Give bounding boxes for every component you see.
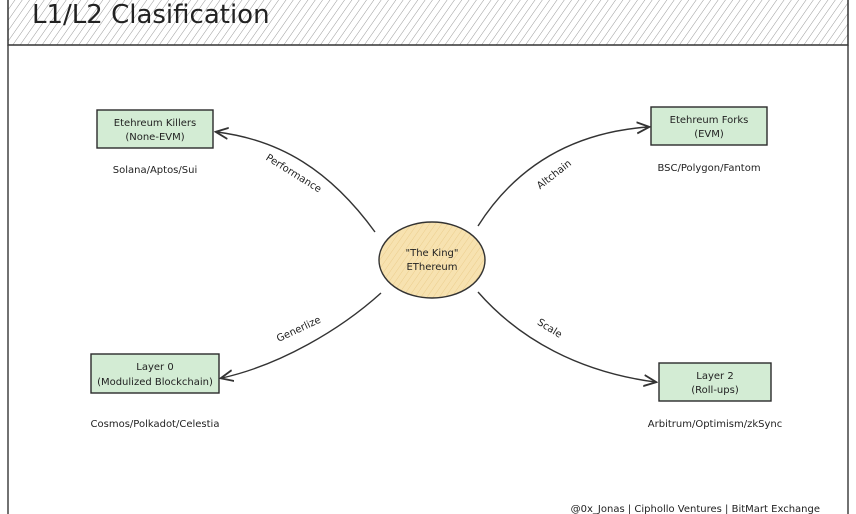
node-ethereum-forks — [650, 106, 768, 146]
node-layer-0-title: Layer 0 — [136, 362, 173, 373]
node-layer-0-subtitle: (Modulized Blockchain) — [97, 377, 213, 388]
edge-performance — [217, 132, 376, 233]
node-layer-2-subtitle: (Roll-ups) — [691, 385, 739, 396]
node-ethereum-forks-subtitle: (EVM) — [694, 129, 724, 140]
diagram-title: L1/L2 Clasification — [32, 0, 270, 30]
node-ethereum-killers-examples: Solana/Aptos/Sui — [113, 165, 197, 176]
center-node-line2: EThereum — [406, 262, 457, 273]
node-ethereum-killers — [96, 109, 214, 149]
title-band — [7, 0, 849, 46]
node-ethereum-forks-title: Etehreum Forks — [670, 115, 749, 126]
node-layer-0-examples: Cosmos/Polkadot/Celestia — [91, 419, 220, 430]
edge-generlize — [222, 292, 382, 378]
node-ethereum-killers-subtitle: (None-EVM) — [125, 132, 184, 143]
node-layer-2-title: Layer 2 — [696, 371, 733, 382]
node-ethereum-forks-examples: BSC/Polygon/Fantom — [657, 163, 760, 174]
node-layer-2 — [658, 362, 772, 402]
edge-label-altchain: Altchain — [535, 158, 574, 192]
edge-label-scale: Scale — [535, 317, 564, 341]
credit-line: @0x_Jonas | Ciphollo Ventures | BitMart … — [571, 504, 820, 514]
edge-scale — [477, 291, 655, 382]
node-ethereum-killers-title: Etehreum Killers — [114, 118, 196, 129]
edge-altchain — [477, 127, 648, 227]
node-layer-0 — [90, 353, 220, 394]
center-node-ellipse — [378, 221, 486, 299]
center-node-line1: "The King" — [406, 248, 459, 259]
edge-label-performance: Performance — [264, 152, 324, 195]
node-layer-2-examples: Arbitrum/Optimism/zkSync — [648, 419, 782, 430]
